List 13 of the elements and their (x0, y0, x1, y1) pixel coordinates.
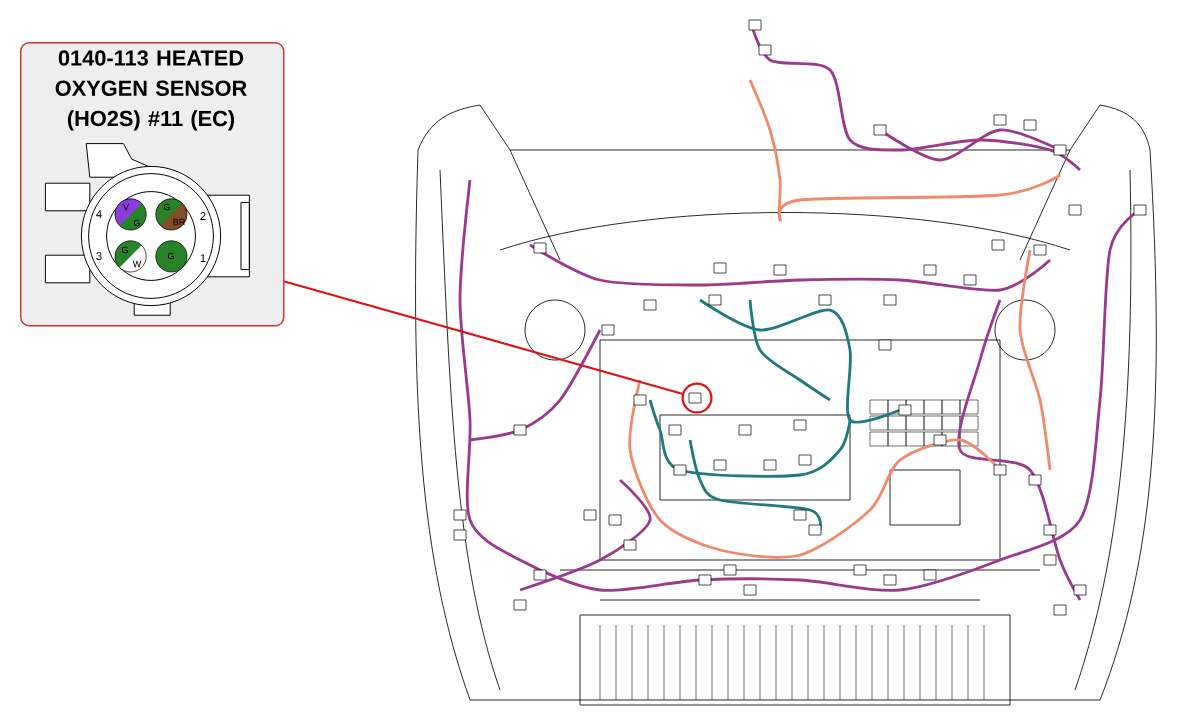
wire-code: BR (173, 218, 185, 226)
wire-code: W (132, 260, 142, 268)
wire-code: V (123, 203, 129, 211)
pin-number: 2 (200, 212, 206, 220)
wire-code: G (167, 252, 174, 260)
leader-line (284, 280, 683, 395)
highlight-circle (681, 382, 713, 414)
wire-code: G (163, 203, 170, 211)
pin-number: 4 (96, 210, 102, 218)
pin-number: 3 (96, 252, 102, 260)
wire-code: G (133, 219, 140, 227)
wire-code: G (121, 246, 128, 254)
pin-number: 1 (200, 254, 206, 262)
